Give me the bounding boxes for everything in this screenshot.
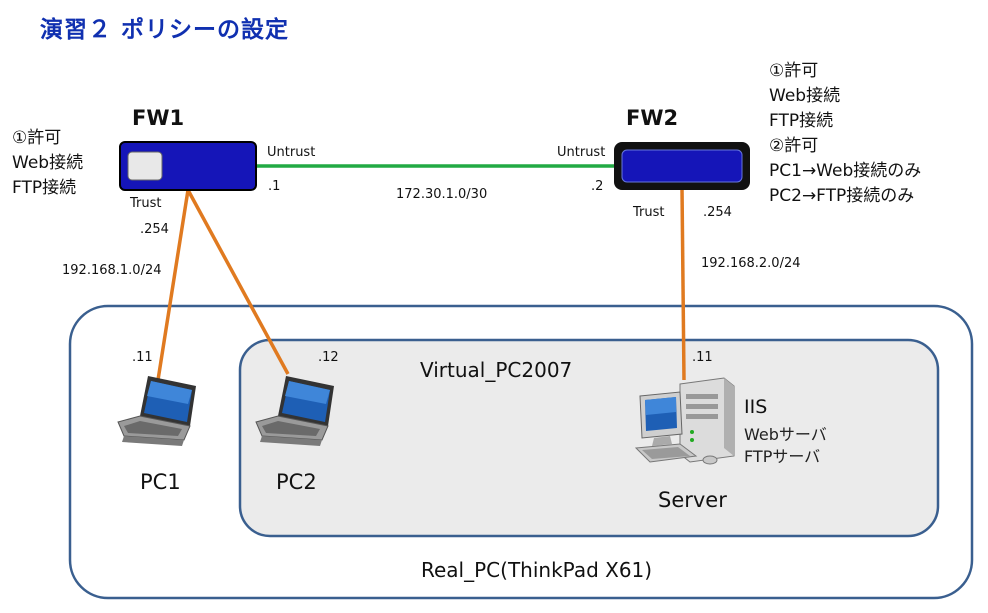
server-ip: .11 [692, 350, 713, 365]
pc2-label: PC2 [276, 470, 317, 494]
pc2-laptop-icon [255, 376, 334, 446]
lan-link-pc1 [156, 189, 190, 381]
server-services: Webサーバ FTPサーバ [744, 424, 827, 468]
page-title: 演習２ ポリシーの設定 [40, 17, 290, 43]
lan1-subnet: 192.168.1.0/24 [62, 263, 162, 278]
server-service-ftp: FTPサーバ [744, 447, 821, 466]
server-iis-label: IIS [744, 396, 768, 418]
fw1-policy-line: Web接続 [12, 153, 84, 173]
fw2-policy-line: FTP接続 [769, 111, 834, 131]
virtual-pc-container [238, 338, 940, 538]
fw1-policy-line: FTP接続 [12, 178, 77, 198]
fw1-untrust-ip: .1 [268, 179, 281, 194]
fw1-trust-label: Trust [130, 196, 162, 211]
fw1-icon [119, 141, 257, 191]
real-pc-title: Real_PC(ThinkPad X61) [421, 558, 653, 582]
fw2-untrust-ip: .2 [591, 179, 604, 194]
pc2-ip: .12 [318, 350, 339, 365]
fw1-trust-ip: .254 [140, 222, 169, 237]
lan2-subnet: 192.168.2.0/24 [701, 256, 801, 271]
fw1-untrust-label: Untrust [267, 145, 316, 160]
fw1-policy-line: ①許可 [12, 128, 62, 148]
pc1-label: PC1 [140, 470, 181, 494]
fw2-untrust-label: Untrust [557, 145, 606, 160]
server-label: Server [658, 488, 727, 512]
fw1-label: FW1 [132, 106, 185, 130]
fw2-icon [614, 142, 750, 190]
fw2-policy-note: ①許可 Web接続 FTP接続 ②許可 PC1→Web接続のみ PC2→FTP接… [769, 59, 921, 209]
wan-subnet: 172.30.1.0/30 [396, 187, 488, 202]
fw2-policy-line: PC1→Web接続のみ [769, 161, 922, 181]
fw2-label: FW2 [626, 106, 679, 130]
pc1-ip: .11 [132, 350, 153, 365]
fw2-policy-line: PC2→FTP接続のみ [769, 186, 915, 206]
fw2-trust-label: Trust [633, 205, 665, 220]
fw2-policy-line: ②許可 [769, 136, 819, 156]
pc1-laptop-icon [117, 376, 196, 446]
lan-link-server [680, 187, 686, 381]
fw1-policy-note: ①許可 Web接続 FTP接続 [12, 126, 83, 201]
fw2-policy-line: ①許可 [769, 61, 819, 81]
virtual-pc-title: Virtual_PC2007 [420, 358, 573, 382]
server-computer-icon [634, 377, 735, 465]
fw2-policy-line: Web接続 [769, 86, 841, 106]
server-service-web: Webサーバ [744, 425, 827, 444]
fw2-trust-ip: .254 [703, 205, 732, 220]
lan-link-pc2 [186, 189, 290, 375]
